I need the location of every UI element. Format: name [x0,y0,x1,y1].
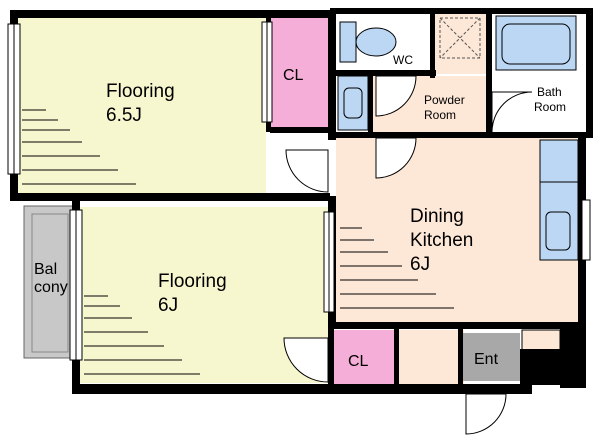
room-name-flooring-north: Flooring [106,81,175,102]
washer-space [434,14,486,74]
room-name-bath-room: Room [534,100,566,114]
door-flooring-south [283,337,329,383]
room-name-balcony-1: Bal [34,261,57,278]
door-powder-room [375,137,417,179]
room-name-kitchen: Kitchen [410,230,473,251]
room-name-powder-room: Room [424,108,456,122]
door-entrance [465,393,507,435]
closet-south-floor [334,330,394,384]
shoe-shelf [521,329,561,351]
hall-floor [398,330,464,384]
door-flooring-north [285,149,329,193]
room-name-dining: Dining [410,206,464,227]
door-wc [375,75,417,117]
room-name-balcony-2: cony [34,279,68,296]
room-name-powder: Powder [424,93,465,107]
door-bath-room [491,91,533,133]
room-name-flooring-south: Flooring [158,271,227,292]
toilet-icon [339,21,397,63]
flooring-north-floor [18,17,266,193]
entrance-floor [462,333,520,381]
washer-pan-icon [439,17,481,59]
balcony-inner [31,213,69,353]
kitchen-counter-icon [539,139,579,261]
room-name-closet-north: CL [283,67,304,84]
flooring-texture [22,109,454,375]
closet-north-floor [270,17,330,127]
vanity-sink-icon [337,75,369,131]
room-name-bath: Bath [537,85,562,99]
room-size-dining-kitchen: 6J [410,254,430,275]
room-name-wc: WC [393,53,413,67]
room-size-flooring-north: 6.5J [106,105,142,126]
bathtub-icon [495,15,577,71]
room-size-flooring-south: 6J [158,295,178,316]
room-name-closet-south: CL [348,353,369,370]
room-name-entrance: Ent [474,351,499,368]
